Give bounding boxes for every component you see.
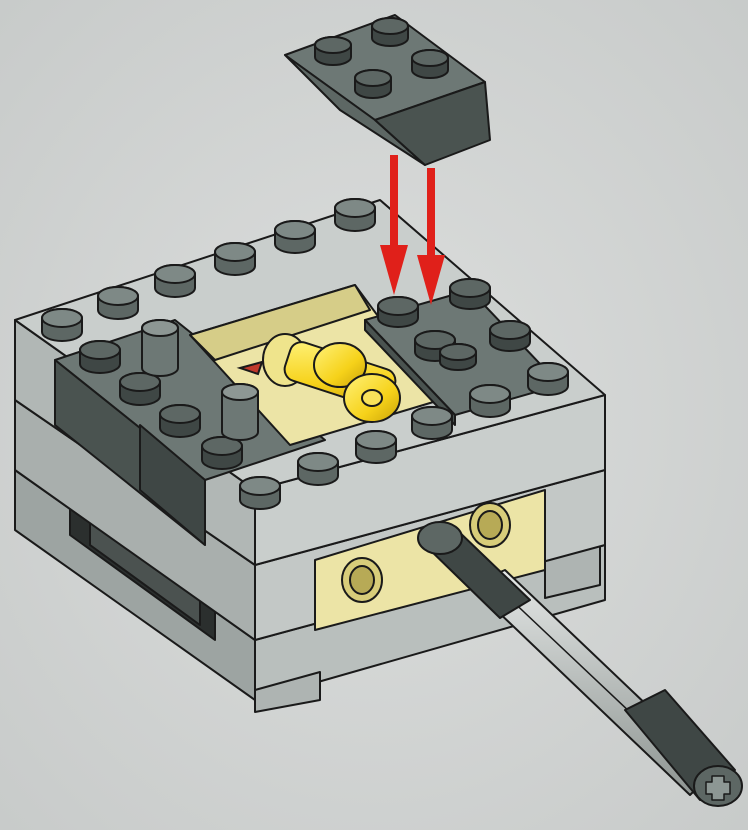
technic-hole-inner bbox=[478, 511, 502, 539]
axle-bushing-end bbox=[418, 522, 462, 554]
technic-hole-inner bbox=[350, 566, 374, 594]
yellow-gear-hub bbox=[362, 390, 382, 406]
